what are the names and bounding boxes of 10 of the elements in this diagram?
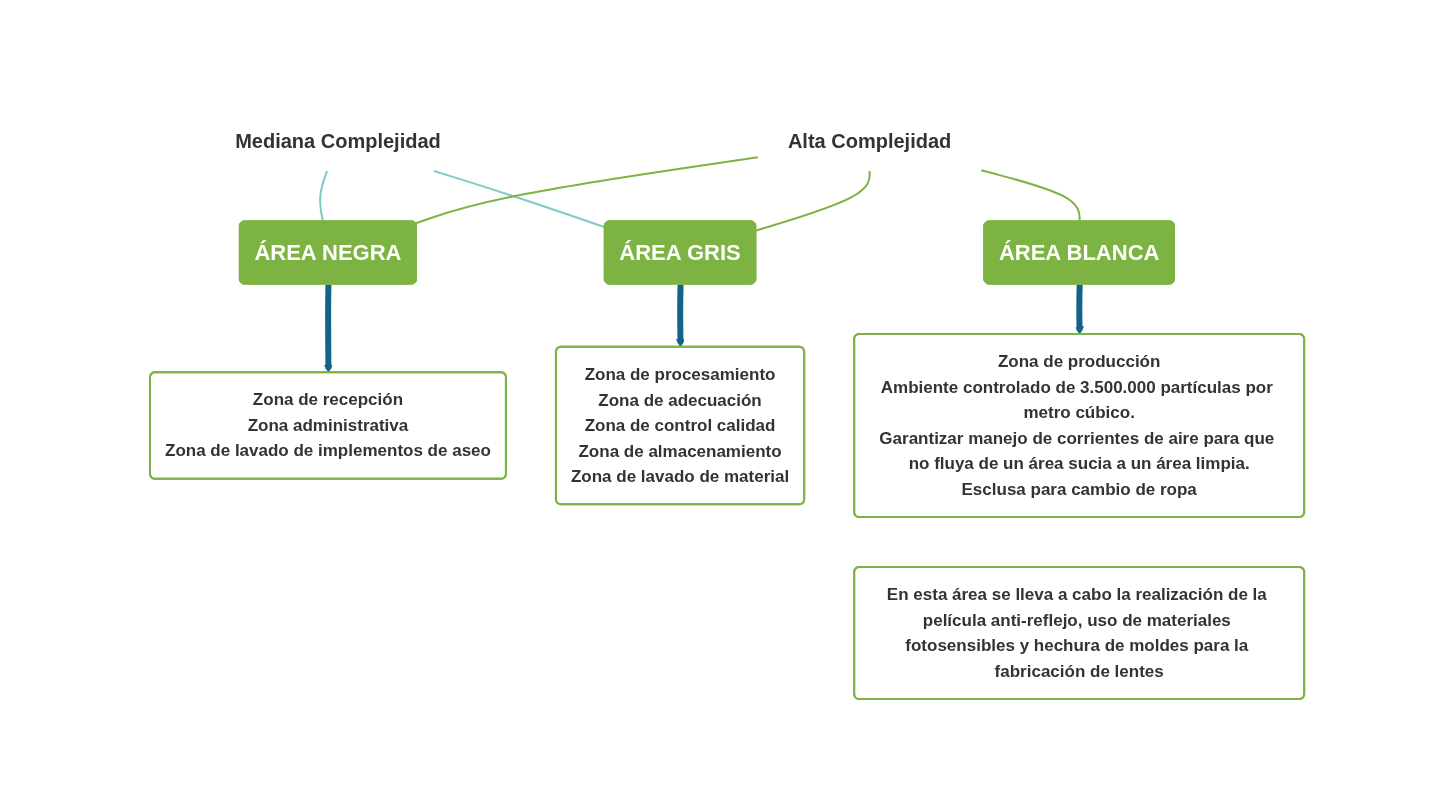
connector — [319, 170, 328, 223]
node-text: Mediana Complejidad — [235, 130, 441, 152]
node-text: Alta Complejidad — [787, 130, 952, 152]
connector — [432, 170, 606, 229]
connector — [414, 156, 759, 225]
connector — [755, 170, 871, 232]
arrow — [1075, 284, 1084, 335]
arrow — [323, 284, 333, 374]
connector — [980, 169, 1081, 223]
arrow — [675, 284, 685, 348]
